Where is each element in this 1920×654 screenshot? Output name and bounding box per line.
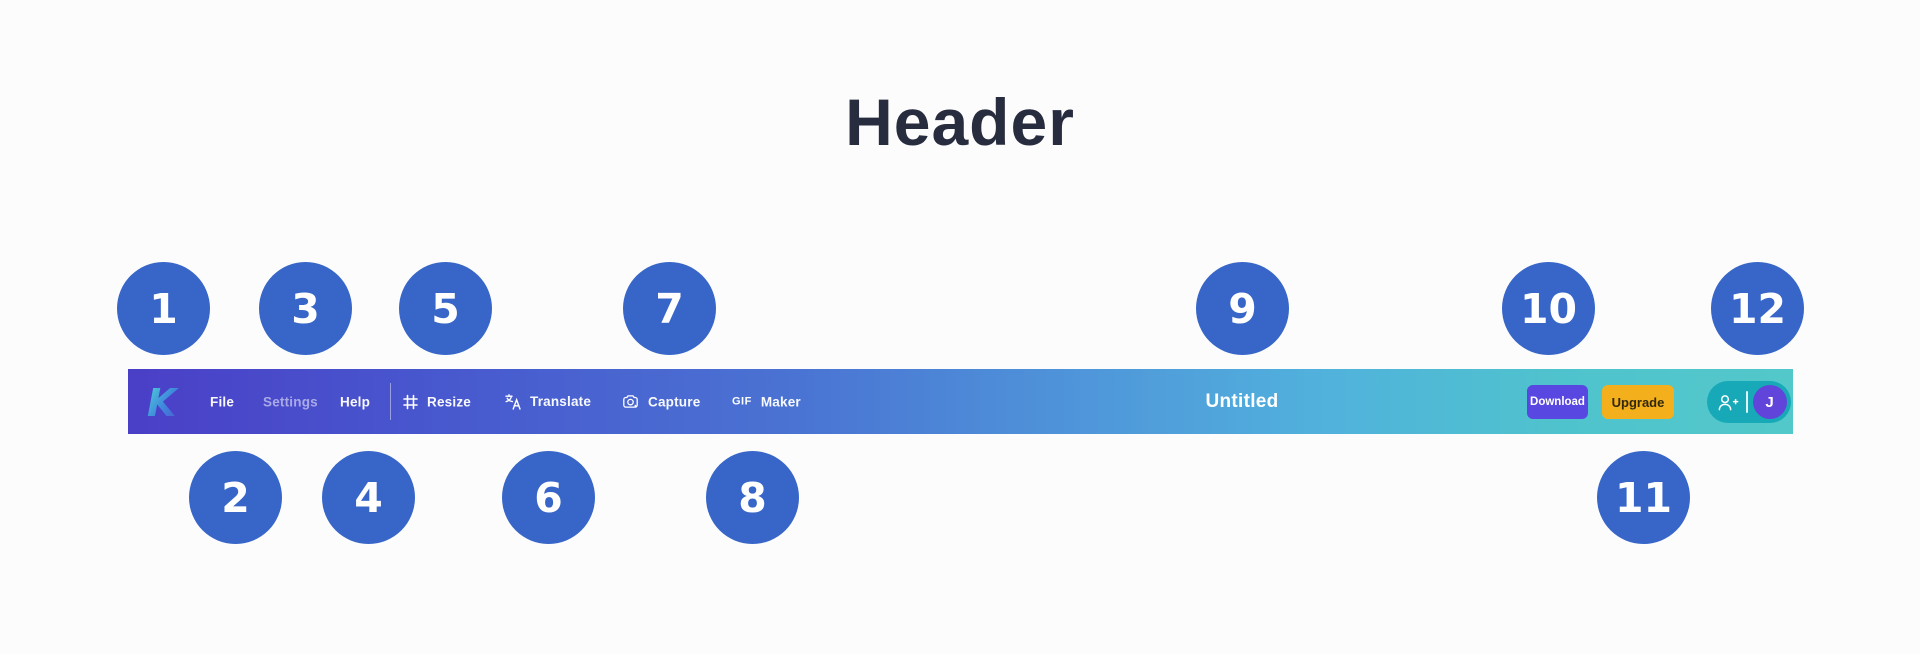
callout-8: 8 <box>706 451 799 544</box>
translate-icon <box>505 393 521 410</box>
callout-3: 3 <box>259 262 352 355</box>
capture-icon <box>623 394 638 408</box>
callout-7: 7 <box>623 262 716 355</box>
app-header-bar: K File Settings Help Resize Translate <box>128 369 1793 434</box>
download-button[interactable]: Download <box>1527 385 1588 419</box>
callout-5: 5 <box>399 262 492 355</box>
callout-6: 6 <box>502 451 595 544</box>
user-avatar[interactable]: J <box>1752 385 1787 419</box>
pill-divider <box>1746 391 1748 413</box>
callout-9: 9 <box>1196 262 1289 355</box>
tool-resize[interactable]: Resize <box>403 394 471 409</box>
callout-10: 10 <box>1502 262 1595 355</box>
user-pill: J <box>1707 381 1791 423</box>
tool-resize-label: Resize <box>427 394 471 409</box>
svg-text:K: K <box>147 381 179 424</box>
add-user-button[interactable] <box>1716 393 1739 412</box>
callout-12: 12 <box>1711 262 1804 355</box>
menu-file[interactable]: File <box>210 394 235 409</box>
tool-capture-label: Capture <box>648 394 701 409</box>
upgrade-button[interactable]: Upgrade <box>1602 385 1674 419</box>
callout-2: 2 <box>189 451 282 544</box>
app-logo[interactable]: K <box>143 380 185 424</box>
callout-11: 11 <box>1597 451 1690 544</box>
person-add-icon <box>1718 394 1739 410</box>
logo-k-icon: K <box>147 381 179 424</box>
callout-1: 1 <box>117 262 210 355</box>
tool-capture[interactable]: Capture <box>622 394 700 409</box>
tool-gif-maker[interactable]: GIF Maker <box>732 394 801 409</box>
gif-icon: GIF <box>732 395 752 408</box>
menu-help[interactable]: Help <box>340 394 371 409</box>
resize-icon <box>403 394 418 409</box>
document-title[interactable]: Untitled <box>1205 390 1279 412</box>
menu-divider <box>390 383 391 420</box>
callout-4: 4 <box>322 451 415 544</box>
menu-settings[interactable]: Settings <box>263 394 318 409</box>
page-title: Header <box>845 85 1075 159</box>
tool-translate-label: Translate <box>530 394 592 409</box>
tool-gif-maker-label: Maker <box>760 394 801 409</box>
tool-translate[interactable]: Translate <box>505 393 592 410</box>
